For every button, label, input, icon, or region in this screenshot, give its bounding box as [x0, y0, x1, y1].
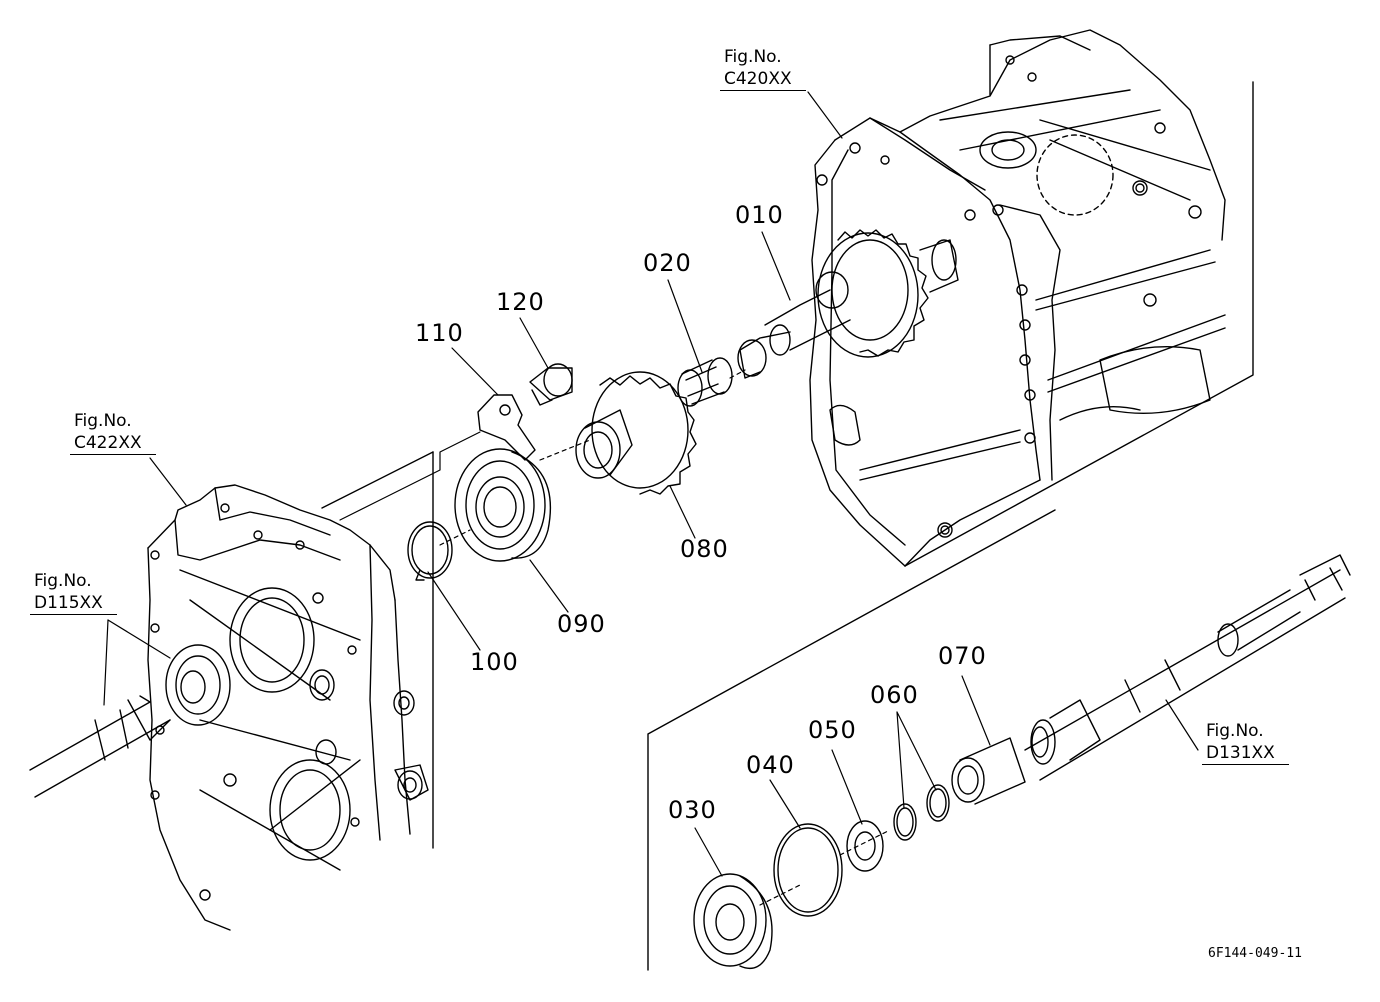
figure-ref-prefix: Fig.No.: [1206, 721, 1264, 741]
part-020-needle-bearing: [677, 357, 733, 407]
part-label-120: 120: [496, 288, 545, 316]
part-label-050: 050: [808, 716, 857, 744]
figure-ref-code: D131XX: [1202, 742, 1289, 765]
part-label-100: 100: [470, 648, 519, 676]
part-100-snap-ring: [407, 521, 453, 581]
leader-lines: [103, 91, 1199, 906]
figure-ref-prefix: Fig.No.: [724, 47, 782, 67]
part-040-snap-ring: [773, 823, 843, 917]
part-label-020: 020: [643, 249, 692, 277]
part-060-snap-rings: [893, 784, 950, 841]
part-label-070: 070: [938, 642, 987, 670]
figure-ref-d131xx: Fig.No. D131XX: [1202, 720, 1289, 765]
figure-ref-code: C422XX: [70, 432, 156, 455]
figure-ref-c422xx: Fig.No. C422XX: [70, 410, 156, 455]
part-120-plug: [529, 363, 573, 406]
sub-assembly-frame: [647, 509, 1056, 971]
part-080-gear: [575, 371, 697, 495]
part-label-110: 110: [415, 319, 464, 347]
figure-ref-code: D115XX: [30, 592, 117, 615]
part-010-gear-shaft: [737, 229, 959, 379]
figure-ref-c420xx: Fig.No. C420XX: [720, 46, 806, 91]
part-030-ball-bearing: [693, 873, 773, 970]
part-label-090: 090: [557, 610, 606, 638]
part-070-collar: [951, 737, 1026, 805]
part-label-060: 060: [870, 681, 919, 709]
part-110-plate: [477, 394, 536, 461]
figure-ref-code: C420XX: [720, 68, 806, 91]
figure-ref-d115xx: Fig.No. D115XX: [30, 570, 117, 615]
part-050-washer: [846, 820, 884, 872]
transmission-case-housing: [809, 29, 1254, 567]
figure-ref-prefix: Fig.No.: [74, 411, 132, 431]
output-shaft-d131: [1024, 554, 1351, 781]
figure-ref-prefix: Fig.No.: [34, 571, 92, 591]
part-label-040: 040: [746, 751, 795, 779]
part-090-ball-bearing: [454, 448, 552, 562]
part-label-080: 080: [680, 535, 729, 563]
part-label-030: 030: [668, 796, 717, 824]
front-cover-housing: [147, 451, 434, 931]
input-shaft-d115: [29, 695, 171, 798]
part-label-010: 010: [735, 201, 784, 229]
diagram-id: 6F144-049-11: [1208, 946, 1302, 961]
